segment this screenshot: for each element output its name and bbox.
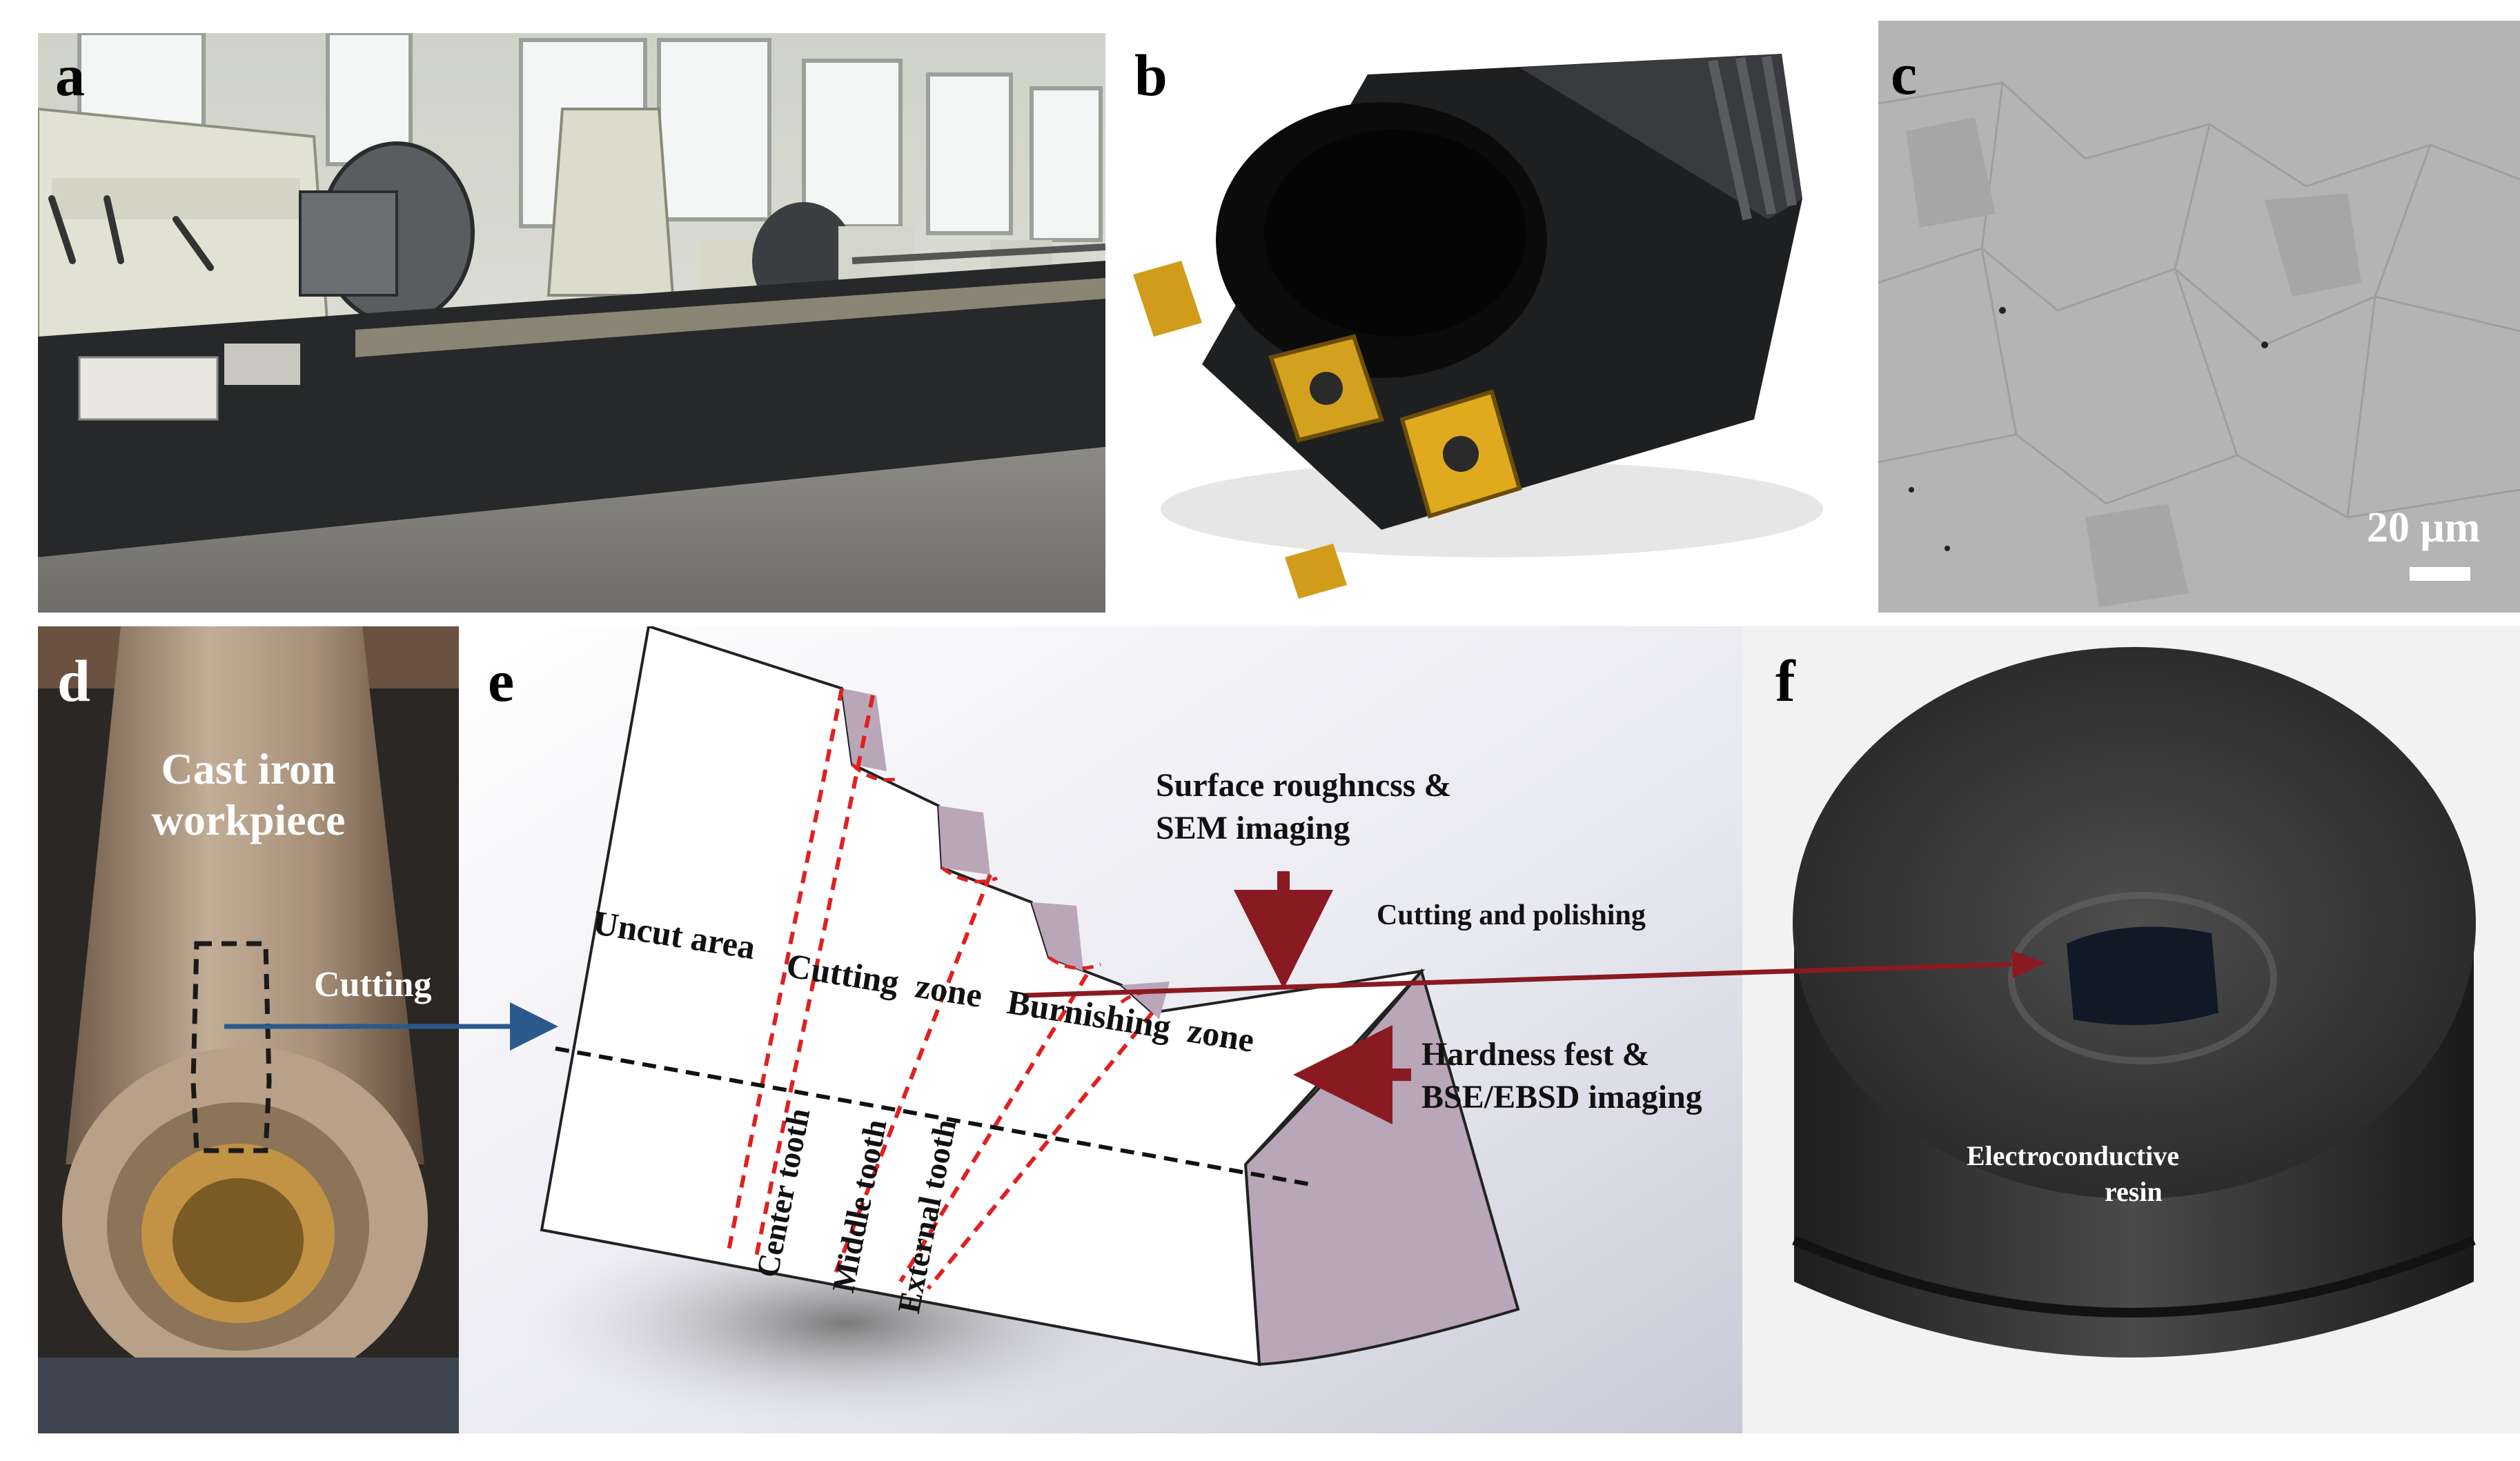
micrograph-grains	[1878, 21, 2520, 613]
panel-label-f: f	[1775, 648, 1795, 714]
cutting-label: Cutting	[314, 965, 432, 1004]
hardness-test-label: Hardness fest & BSE/EBSD imaging	[1421, 1033, 1702, 1119]
surface-roughness-label: Surface roughncss & SEM imaging	[1156, 764, 1451, 850]
surface-roughness-line2: SEM imaging	[1156, 810, 1350, 846]
sample-illustration	[1742, 626, 2520, 1433]
workpiece-label: Cast iron workpiece	[151, 744, 346, 844]
cutter-tool-illustration	[1105, 33, 1878, 613]
cutting-polishing-label: Cutting and polishing	[1377, 900, 1646, 931]
panel-e-schematic: e Uncut area Cutting zone Burnishing zon…	[459, 626, 1742, 1433]
hardness-test-line2: BSE/EBSD imaging	[1421, 1079, 1702, 1115]
scale-bar-label: 20 μm	[2367, 504, 2481, 551]
block-diagram	[459, 626, 1742, 1433]
zone-divider	[555, 1046, 1315, 1187]
scale-bar	[2410, 567, 2470, 581]
machine-illustration	[38, 33, 1105, 613]
panel-label-c: c	[1891, 41, 1918, 107]
panel-d-workpiece-photo: d Cast iron workpiece Cutting	[38, 626, 459, 1433]
surface-roughness-line1: Surface roughncss &	[1156, 767, 1452, 804]
panel-label-a: a	[55, 42, 85, 108]
panel-b-cutter-photo: b	[1105, 33, 1878, 613]
panel-label-d: d	[57, 648, 90, 714]
panel-label-e: e	[488, 648, 515, 714]
panel-label-b: b	[1134, 42, 1168, 108]
workpiece-illustration	[38, 626, 459, 1433]
resin-label: Electroconductive resin	[1967, 1138, 2179, 1210]
panel-f-sample-photo: f Electroconductive resin	[1742, 626, 2520, 1433]
resin-label-line1: Electroconductive	[1967, 1140, 2180, 1171]
tooth-boundaries	[726, 688, 1154, 1290]
panel-c-sem-micrograph: c 20 μm	[1878, 21, 2520, 613]
resin-label-line2: resin	[2105, 1176, 2163, 1207]
panel-a-machine-photo: a	[38, 33, 1105, 613]
cut-region-outline	[190, 941, 272, 1153]
hardness-test-line1: Hardness fest &	[1421, 1036, 1650, 1073]
embedded-specimen	[2067, 926, 2218, 1025]
